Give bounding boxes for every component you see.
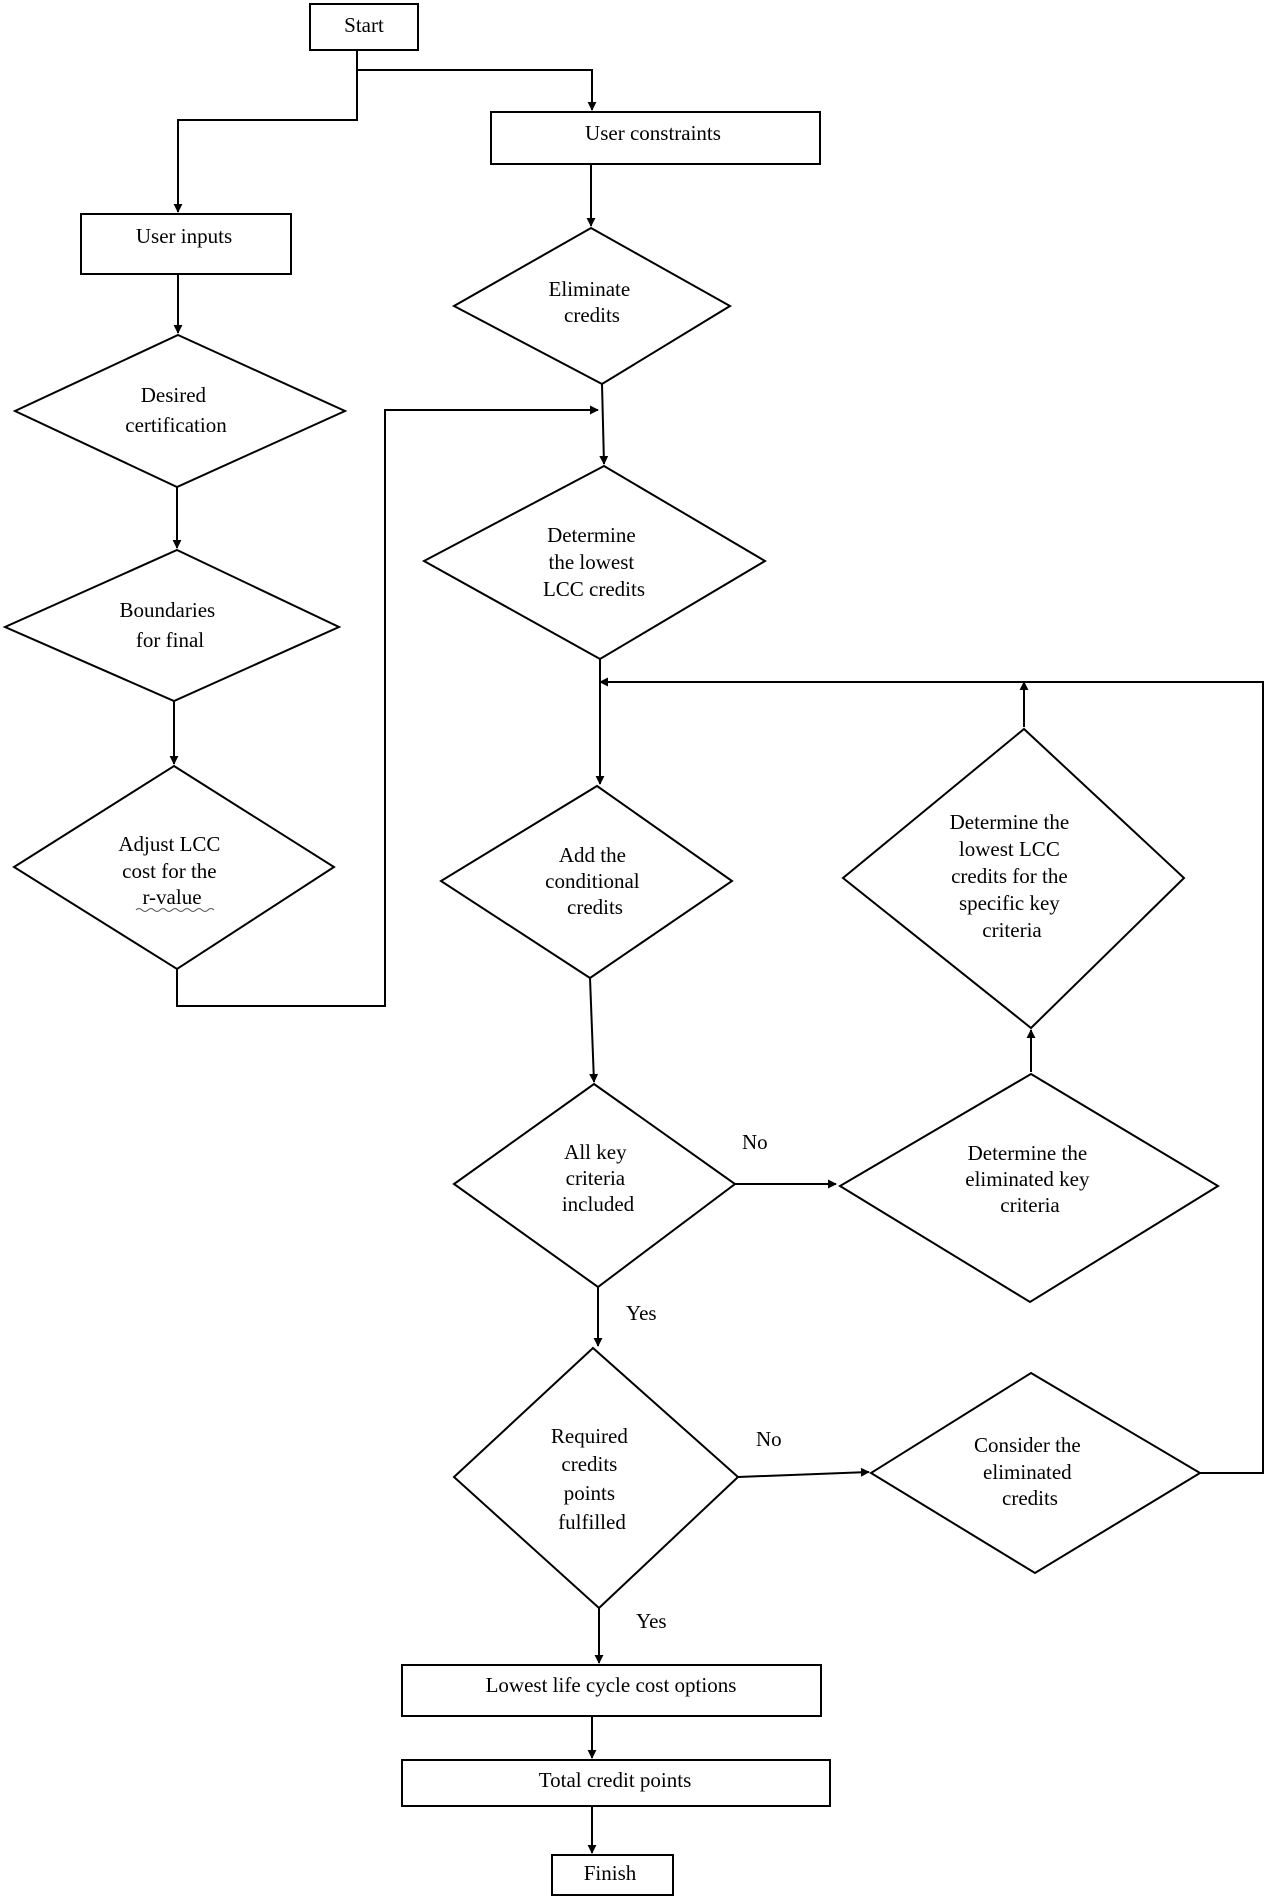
node-total-credit-points-label: Total credit points <box>539 1768 692 1792</box>
node-user-constraints-label: User constraints <box>585 121 721 145</box>
node-lowest-life-cycle-cost-options: Lowest life cycle cost options <box>401 1664 822 1717</box>
node-eliminate-credits: Eliminate credits <box>451 226 732 386</box>
node-all-key-criteria: All key criteria included <box>452 1082 737 1289</box>
connectors <box>169 50 1264 1854</box>
edge-label-no-allkey: No <box>742 1130 768 1154</box>
node-adjust-lcc: Adjust LCC cost for the r-value <box>12 764 336 971</box>
edge-start-to-user-constraints <box>357 69 597 111</box>
node-eliminated-key-criteria-label: Determine the eliminated key criteria <box>965 1141 1094 1217</box>
node-eliminate-credits-label: Eliminate credits <box>549 277 636 327</box>
edge-label-yes-required: Yes <box>636 1609 667 1633</box>
edge-required-no <box>737 1467 870 1478</box>
node-finish: Finish <box>551 1854 674 1896</box>
edge-start-to-user-inputs <box>173 70 358 213</box>
node-consider-eliminated-credits-label: Consider the eliminated credits <box>974 1433 1086 1510</box>
edge-adjust-to-determine <box>176 405 599 1007</box>
node-lowest-life-cycle-cost-options-label: Lowest life cycle cost options <box>486 1673 737 1697</box>
node-determine-lowest-lcc-label: Determine the lowest LCC credits <box>543 523 645 601</box>
node-user-inputs: User inputs <box>80 213 292 275</box>
edge-eliminate-to-determine <box>599 383 609 465</box>
node-user-inputs-label: User inputs <box>136 224 232 248</box>
node-add-conditional-credits: Add the conditional credits <box>439 784 734 980</box>
edge-label-no-required: No <box>756 1427 782 1451</box>
node-add-conditional-credits-label: Add the conditional credits <box>545 843 645 919</box>
node-desired-certification-label: Desired certification <box>125 383 227 437</box>
edge-label-yes-allkey: Yes <box>626 1301 657 1325</box>
node-lowest-lcc-key-criteria: Determine the lowest LCC credits for the… <box>841 727 1186 1030</box>
node-user-constraints: User constraints <box>490 111 821 165</box>
node-adjust-lcc-label: Adjust LCC cost for the r-value <box>118 832 225 909</box>
spellcheck-underline <box>135 908 215 912</box>
node-all-key-criteria-label: All key criteria included <box>562 1140 635 1216</box>
node-consider-eliminated-credits: Consider the eliminated credits <box>869 1371 1202 1575</box>
node-eliminated-key-criteria: Determine the eliminated key criteria <box>838 1072 1220 1304</box>
node-boundaries-for-final-label: Boundaries for final <box>120 598 221 652</box>
node-lowest-lcc-key-criteria-label: Determine the lowest LCC credits for the… <box>950 810 1075 942</box>
edge-consider-feedback <box>1024 681 1264 1474</box>
node-desired-certification: Desired certification <box>12 333 348 489</box>
node-total-credit-points: Total credit points <box>401 1759 831 1807</box>
node-boundaries-for-final: Boundaries for final <box>2 548 342 703</box>
node-determine-lowest-lcc: Determine the lowest LCC credits <box>421 464 767 661</box>
node-finish-label: Finish <box>584 1861 637 1885</box>
node-required-credits-fulfilled: Required credits points fulfilled <box>452 1346 740 1610</box>
node-required-credits-fulfilled-label: Required credits points fulfilled <box>551 1424 633 1534</box>
node-start: Start <box>309 3 419 51</box>
node-start-label: Start <box>344 13 384 37</box>
edge-add-to-allkey <box>589 977 599 1083</box>
